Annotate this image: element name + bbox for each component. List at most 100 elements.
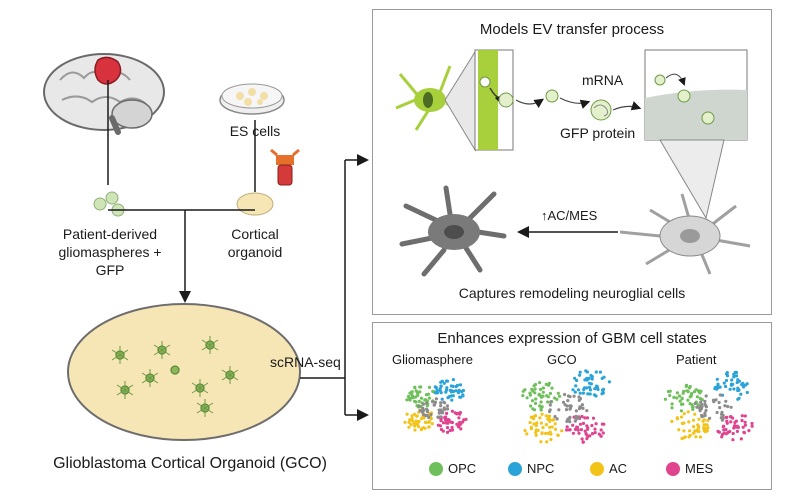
scatter-point-ac-plot2 — [539, 440, 543, 444]
scatter-point-other-plot1 — [431, 400, 435, 404]
scatter-point-npc-plot2 — [573, 390, 577, 394]
scatter-point-opc-plot1 — [418, 385, 422, 389]
scatter-point-mes-plot2 — [602, 422, 606, 426]
scatter-point-ac-plot3 — [682, 429, 686, 433]
scatter-point-ac-plot3 — [680, 436, 684, 441]
scatter-point-npc-plot1 — [444, 390, 448, 394]
scatter-point-other-plot2 — [557, 408, 561, 412]
scatter-point-mes-plot3 — [750, 424, 754, 428]
scatter-point-npc-plot2 — [589, 373, 593, 378]
scatter-point-other-plot2 — [549, 400, 553, 404]
scatter-point-mes-plot3 — [733, 424, 737, 428]
scatter-point-ac-plot3 — [688, 429, 692, 433]
scatter-point-npc-plot2 — [600, 392, 604, 396]
scatter-point-opc-plot2 — [548, 391, 553, 396]
scatter-point-ac-plot1 — [422, 416, 426, 420]
scatter-point-mes-plot2 — [565, 425, 569, 429]
scatter-point-opc-plot3 — [672, 395, 676, 399]
scatter-point-npc-plot2 — [596, 387, 600, 392]
scatter-point-opc-plot1 — [427, 385, 432, 389]
scatter-point-npc-plot1 — [439, 380, 443, 384]
scatter-point-other-plot1 — [420, 410, 424, 414]
scatter-point-mes-plot1 — [455, 412, 459, 416]
patient-label-3: GFP — [95, 262, 125, 278]
scatter-point-npc-plot1 — [445, 379, 450, 383]
scatter-point-other-plot3 — [721, 417, 725, 421]
scatter-point-opc-plot2 — [558, 394, 562, 398]
patient-label-1: Patient-derived — [62, 226, 158, 242]
scatter-point-other-plot2 — [565, 404, 569, 408]
scatter-point-mes-plot3 — [729, 420, 733, 424]
scatter-point-mes-plot2 — [591, 416, 596, 420]
scatter-point-ac-plot1 — [409, 423, 413, 427]
scatter-point-npc-plot2 — [592, 393, 597, 397]
scatter-point-opc-plot2 — [555, 397, 559, 401]
scatter-point-mes-plot2 — [581, 421, 586, 425]
scatter-point-mes-plot2 — [585, 416, 590, 420]
scatter-point-ac-plot2 — [529, 427, 534, 431]
scatter-point-opc-plot3 — [694, 388, 698, 392]
scatter-point-npc-plot1 — [455, 383, 460, 387]
scatter-point-ac-plot3 — [693, 412, 697, 416]
scatter-point-npc-plot2 — [588, 392, 592, 396]
scatter-point-ac-plot3 — [702, 423, 706, 427]
scatter-point-ac-plot1 — [415, 414, 419, 418]
scatter-point-other-plot3 — [729, 405, 733, 409]
scatter-point-npc-plot2 — [588, 388, 593, 392]
scatter-point-other-plot2 — [566, 394, 571, 398]
scatter-point-other-plot3 — [726, 404, 730, 409]
scatter-point-mes-plot2 — [583, 416, 587, 420]
scatter-point-ac-plot2 — [549, 437, 553, 442]
scatter-point-ac-plot1 — [408, 418, 412, 422]
scatter-point-npc-plot1 — [461, 393, 465, 397]
scatter-point-opc-plot2 — [539, 394, 543, 398]
scatter-point-other-plot1 — [436, 415, 440, 419]
scatter-point-mes-plot3 — [735, 429, 740, 433]
scatter-point-npc-plot3 — [728, 387, 732, 391]
scatter-point-mes-plot3 — [743, 423, 748, 427]
scatter-point-other-plot2 — [548, 403, 552, 407]
scatter-point-ac-plot1 — [427, 419, 431, 424]
scatter-point-ac-plot2 — [546, 431, 550, 435]
scatter-point-ac-plot2 — [544, 414, 548, 418]
scatter-point-mes-plot2 — [601, 431, 605, 435]
scatter-point-opc-plot3 — [675, 396, 679, 400]
scatter-point-npc-plot1 — [450, 398, 454, 402]
mrna-label: mRNA — [582, 72, 624, 88]
scatter-point-opc-plot2 — [533, 387, 537, 391]
scatter-point-mes-plot2 — [577, 431, 581, 435]
reagent-tube-icon — [270, 148, 300, 186]
scatter-point-ac-plot1 — [415, 422, 419, 426]
scatter-point-ac-plot3 — [691, 418, 696, 422]
scatter-point-npc-plot1 — [439, 384, 443, 388]
petri-dish-icon — [219, 83, 285, 115]
scatter-point-other-plot1 — [446, 407, 450, 411]
scatter-point-npc-plot3 — [736, 397, 740, 401]
scatter-point-npc-plot1 — [438, 387, 442, 391]
scatter-point-npc-plot3 — [737, 379, 742, 383]
gfp-neuron-icon — [395, 65, 469, 131]
scatter-point-other-plot3 — [703, 399, 707, 403]
scatter-point-npc-plot2 — [586, 392, 590, 396]
scatter-point-ac-plot2 — [534, 433, 538, 437]
scatter-point-other-plot2 — [553, 415, 557, 419]
scatter-point-opc-plot3 — [668, 393, 672, 398]
scatter-point-ac-plot2 — [548, 418, 552, 422]
scatter-point-npc-plot2 — [578, 370, 582, 374]
scatter-point-ac-plot1 — [407, 425, 411, 429]
legend-dot-ac — [590, 462, 604, 476]
scatter-point-npc-plot3 — [732, 387, 736, 391]
scatter-point-other-plot3 — [704, 405, 709, 409]
scatter-point-other-plot1 — [425, 410, 429, 414]
scatter-point-other-plot2 — [555, 417, 559, 421]
scatter-point-npc-plot2 — [602, 375, 606, 379]
scatter-point-mes-plot1 — [445, 430, 450, 434]
legend-label-opc: OPC — [448, 461, 477, 476]
scatter-point-ac-plot2 — [553, 427, 558, 431]
cortical-label-1: Cortical — [231, 226, 279, 242]
scatter-point-npc-plot1 — [451, 389, 456, 394]
scatter-point-ac-plot1 — [403, 420, 407, 424]
scatter-point-other-plot1 — [433, 400, 438, 404]
scatter-point-other-plot3 — [700, 413, 704, 417]
scatter-point-mes-plot3 — [729, 415, 733, 419]
